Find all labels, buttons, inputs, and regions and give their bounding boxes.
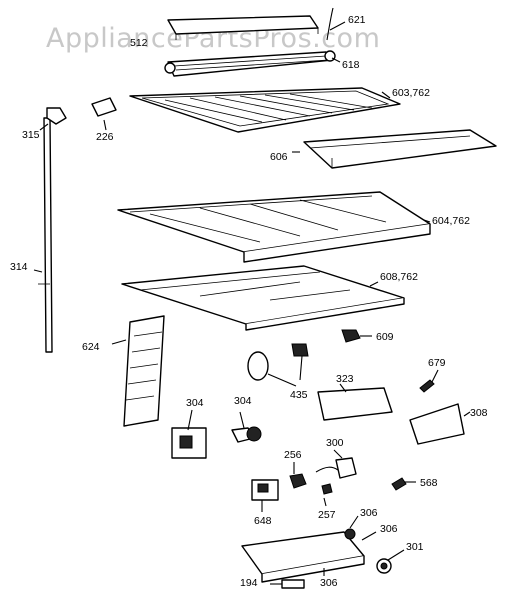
label-648: 648: [254, 515, 272, 527]
part-603-shelf[interactable]: [129, 87, 401, 133]
part-304-knob[interactable]: [231, 426, 262, 443]
label-300: 300: [326, 437, 344, 449]
label-606: 606: [270, 151, 288, 163]
part-606-cover[interactable]: [303, 129, 497, 169]
label-323: 323: [336, 373, 354, 385]
part-308-bracket[interactable]: [409, 403, 465, 445]
part-624-panel[interactable]: [123, 315, 165, 427]
label-315: 315: [22, 129, 40, 141]
part-435-bulb[interactable]: [247, 343, 309, 381]
label-256: 256: [284, 449, 302, 461]
part-194[interactable]: [281, 579, 305, 589]
part-256[interactable]: [289, 473, 307, 489]
label-604-762: 604,762: [432, 215, 470, 227]
part-568-screw[interactable]: [391, 477, 407, 491]
part-608-tray[interactable]: [121, 265, 405, 331]
label-608-762: 608,762: [380, 271, 418, 283]
label-603-762: 603,762: [392, 87, 430, 99]
label-435: 435: [290, 389, 308, 401]
part-604-shelf[interactable]: [117, 191, 431, 263]
part-512-cover[interactable]: [167, 15, 319, 40]
label-621: 621: [348, 14, 366, 26]
part-306-control-box[interactable]: [241, 528, 365, 583]
callout-leaders: [33, 21, 471, 585]
label-609: 609: [376, 331, 394, 343]
part-226[interactable]: [91, 97, 117, 117]
label-226: 226: [96, 131, 114, 143]
label-679: 679: [428, 357, 446, 369]
label-308: 308: [470, 407, 488, 419]
label-568: 568: [420, 477, 438, 489]
label-306-bottom: 306: [320, 577, 338, 589]
label-306-mid: 306: [380, 523, 398, 535]
label-304-relay: 304: [186, 397, 204, 409]
part-679-screw[interactable]: [419, 379, 435, 393]
label-301: 301: [406, 541, 424, 553]
label-306-top: 306: [360, 507, 378, 519]
part-618-housing[interactable]: [164, 50, 336, 77]
part-labels: 621 512 618 603,762 315 226 606 604,762 …: [10, 14, 488, 589]
label-194: 194: [240, 577, 258, 589]
label-618: 618: [342, 59, 360, 71]
part-257[interactable]: [321, 483, 333, 495]
part-323[interactable]: [317, 387, 393, 421]
part-304-relay[interactable]: [171, 427, 207, 459]
part-301-knob[interactable]: [376, 558, 392, 574]
label-314: 314: [10, 261, 28, 273]
part-609[interactable]: [341, 329, 361, 343]
part-648[interactable]: [251, 479, 279, 501]
part-621-wire[interactable]: [326, 7, 334, 41]
part-314-rod[interactable]: [38, 107, 67, 353]
label-624: 624: [82, 341, 100, 353]
label-304-knob: 304: [234, 395, 252, 407]
part-300[interactable]: [315, 457, 357, 479]
label-512: 512: [130, 37, 148, 49]
label-257: 257: [318, 509, 336, 521]
